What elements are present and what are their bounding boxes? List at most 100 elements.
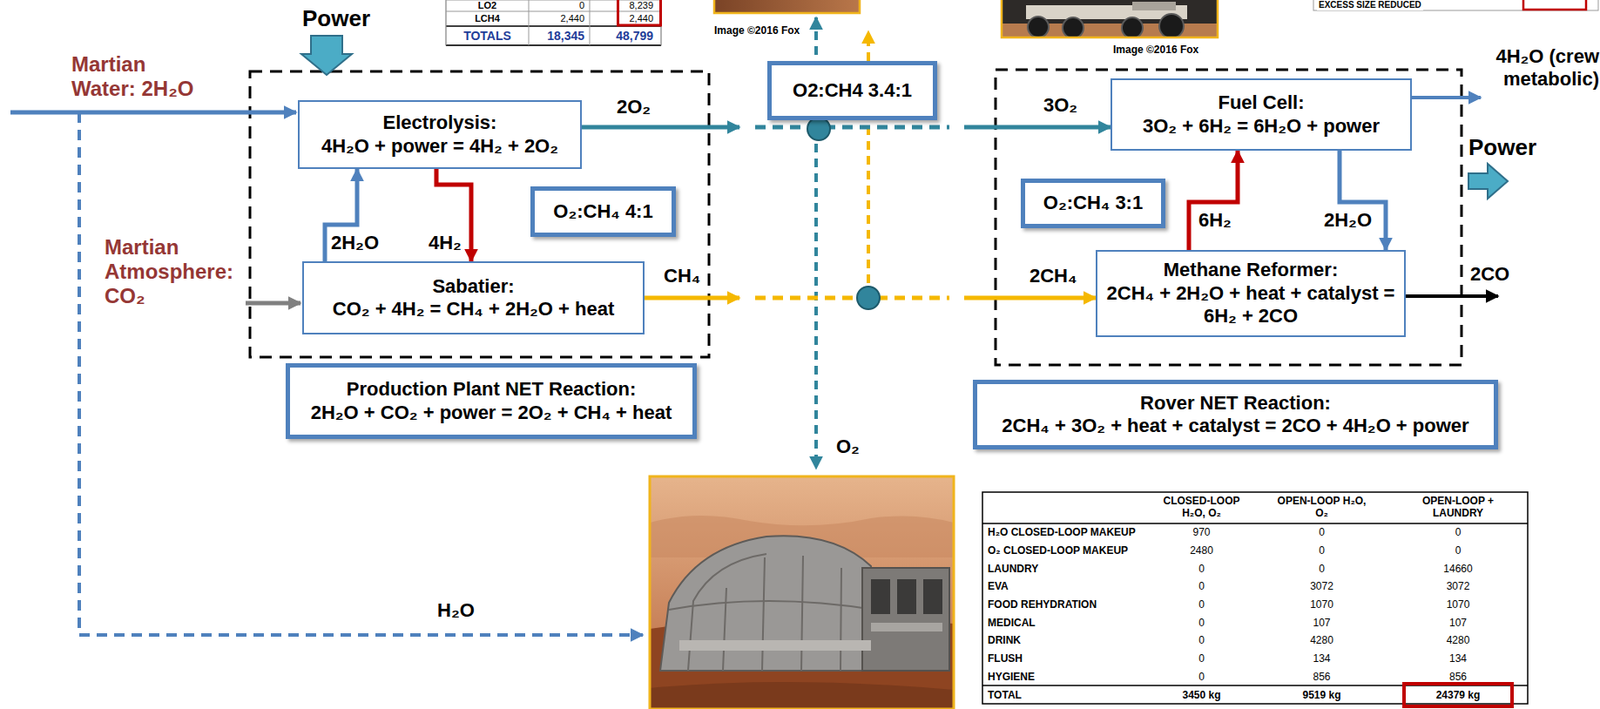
table-cell: 134 — [1255, 649, 1389, 669]
box-heading: Production Plant NET Reaction: — [346, 378, 636, 401]
box-heading: Sabatier: — [432, 275, 514, 298]
process-box: Sabatier:CO₂ + 4H₂ = CH₄ + 2H₂O + heat — [302, 261, 645, 335]
power-arrow — [301, 35, 352, 75]
table-cell: LCH4 — [445, 11, 529, 27]
table-cell: 0 — [1147, 595, 1256, 615]
flow-line — [964, 296, 1096, 301]
flow-label: CH₄ — [661, 264, 703, 288]
table-cell: TOTAL — [982, 685, 1148, 704]
table-cell: 3072 — [1255, 577, 1389, 596]
flow-arrow — [1339, 150, 1386, 250]
table-cell: 18,345 — [528, 26, 590, 46]
power-arrow — [1468, 163, 1508, 199]
table-cell: 3072 — [1388, 577, 1528, 596]
junction-dot — [857, 286, 880, 310]
table-grid — [445, 0, 662, 46]
table-header: CLOSED-LOOP H₂O, O₂ — [1147, 492, 1256, 524]
box-heading: Electrolysis: — [383, 111, 498, 135]
table-cell: 0 — [1147, 577, 1256, 596]
flow-label: 6H₂ — [1196, 209, 1234, 232]
rover-region — [995, 69, 1462, 365]
flow-label: 4H₂ — [426, 231, 464, 255]
table-cell: 8,239 — [589, 0, 662, 12]
ratio-box: Rover NET Reaction:2CH₄ + 3O₂ + heat + c… — [972, 379, 1499, 450]
flow-line — [1339, 150, 1386, 250]
table-cell: 856 — [1388, 667, 1528, 686]
table-cell: 2480 — [1147, 541, 1256, 561]
table-cell: O₂ CLOSED-LOOP MAKEUP — [982, 541, 1148, 561]
co-exhaust-arrow — [1405, 294, 1499, 298]
note-text: EXCESS SIZE REDUCED — [1316, 0, 1424, 11]
table-cell: 0 — [1147, 667, 1256, 686]
table-cell: MEDICAL — [982, 613, 1148, 632]
table-header: OPEN-LOOP + LAUNDRY — [1388, 492, 1528, 524]
ratio-box: O₂:CH₄ 3:1 — [1020, 178, 1166, 229]
output-label: 4H₂O (crew metabolic) — [1485, 45, 1600, 91]
table-cell: LAUNDRY — [982, 559, 1148, 578]
table-cell: 1070 — [1388, 595, 1528, 615]
equation-text: CO₂ + 4H₂ = CH₄ + 2H₂O + heat — [332, 297, 615, 321]
table-cell: FOOD REHYDRATION — [982, 595, 1148, 615]
box-heading: Rover NET Reaction: — [1140, 391, 1331, 415]
flow-arrow — [581, 127, 1111, 129]
equation-text: 3O₂ + 6H₂ = 6H₂O + power — [1142, 114, 1380, 138]
table-grid — [982, 492, 1528, 704]
rover-illustration — [1001, 0, 1218, 39]
table-cell: 1070 — [1255, 595, 1389, 615]
equation-text: 2CH₄ + 3O₂ + heat + catalyst = 2CO + 4H₂… — [1001, 414, 1469, 438]
flow-line — [581, 125, 740, 130]
plant-region — [249, 71, 709, 358]
table-cell: TOTALS — [445, 26, 529, 46]
table-cell: 0 — [1147, 559, 1256, 578]
table-cell: DRINK — [982, 631, 1148, 650]
table-cell: EVA — [982, 577, 1148, 596]
table-cell: 970 — [1147, 523, 1256, 542]
flow-label: 2H₂O — [1322, 209, 1374, 232]
table-cell: 3450 kg — [1147, 685, 1256, 704]
table-cell: 4280 — [1255, 631, 1389, 650]
box-heading: O₂:CH₄ 4:1 — [553, 200, 653, 223]
table-cell: 48,799 — [589, 26, 662, 46]
table-cell: 0 — [1388, 541, 1528, 561]
habitat-illustration — [649, 476, 954, 709]
table-cell: LO2 — [445, 0, 529, 12]
table-cell: 2,440 — [528, 11, 590, 27]
table-cell: 0 — [1388, 523, 1528, 542]
flow-line — [755, 296, 950, 301]
table-cell: HYGIENE — [982, 667, 1148, 686]
crew-water-arrow — [1411, 95, 1481, 100]
flow-label: 3O₂ — [1041, 94, 1080, 117]
input-label: Martian Water: 2H₂O — [69, 52, 213, 102]
power-label: Power — [300, 5, 372, 33]
table-cell: 134 — [1388, 649, 1528, 669]
table-cell: 0 — [1147, 631, 1256, 650]
table-cell: H₂O CLOSED-LOOP MAKEUP — [982, 523, 1148, 542]
table-cell: 0 — [528, 0, 590, 12]
output-label: 2CO — [1468, 263, 1512, 286]
water-input-arrow — [10, 110, 297, 115]
process-box: Fuel Cell:3O₂ + 6H₂ = 6H₂O + power — [1110, 78, 1412, 151]
table-cell: 107 — [1388, 613, 1528, 632]
table-cell: 24379 kg — [1388, 685, 1528, 704]
equation-text: 2H₂O + CO₂ + power = 2O₂ + CH₄ + heat — [310, 401, 673, 425]
process-box: Methane Reformer:2CH₄ + 2H₂O + heat + ca… — [1095, 249, 1406, 338]
box-heading: O₂:CH₄ 3:1 — [1043, 191, 1143, 215]
film-still — [714, 0, 860, 14]
table-cell: 0 — [1255, 523, 1389, 542]
table-cell: 107 — [1255, 613, 1389, 632]
junction-dot — [807, 117, 831, 141]
flow-label: 2O₂ — [614, 95, 653, 119]
power-label: Power — [1466, 134, 1539, 162]
table-cell: 0 — [1255, 559, 1389, 578]
flow-line — [964, 125, 1111, 130]
input-label: Martian Atmosphere: CO₂ — [102, 235, 246, 309]
table-cell: 856 — [1255, 667, 1389, 686]
process-box: Electrolysis:4H₂O + power = 4H₂ + 2O₂ — [297, 100, 582, 169]
table-header: OPEN-LOOP H₂O, O₂ — [1255, 492, 1389, 524]
table-cell: 4280 — [1388, 631, 1528, 650]
ratio-box: Production Plant NET Reaction:2H₂O + CO₂… — [285, 363, 697, 439]
table-cell: 0 — [1147, 613, 1256, 632]
note-box — [1313, 0, 1599, 11]
